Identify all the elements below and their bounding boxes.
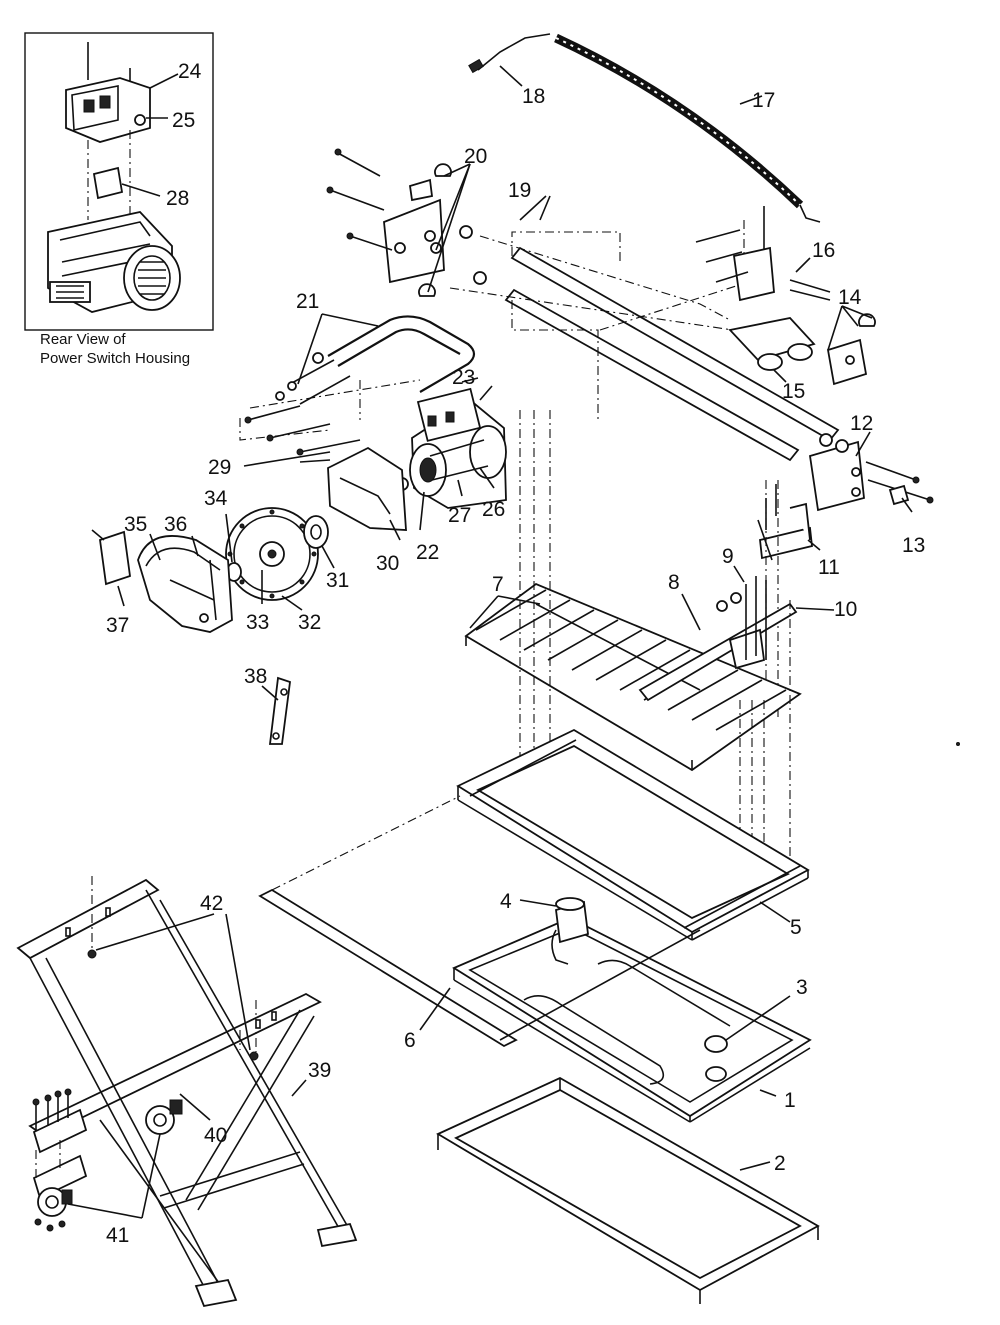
- callout-9: 9: [722, 545, 734, 568]
- cutting-table: 7 8 9 10: [464, 410, 857, 880]
- callout-14: 14: [838, 286, 862, 309]
- callout-23: 23: [452, 366, 475, 389]
- stand-base: 2: [436, 1076, 820, 1304]
- inset-caption: Rear View of Power Switch Housing: [40, 331, 191, 367]
- callout-20: 20: [464, 145, 487, 168]
- blade-guard-assembly: 29 30 31 32 33 34: [91, 446, 407, 745]
- callout-31: 31: [326, 569, 349, 592]
- inset-caption-line2: Power Switch Housing: [40, 350, 191, 367]
- callout-19: 19: [508, 179, 531, 202]
- callout-25: 25: [172, 109, 195, 132]
- callout-37: 37: [106, 614, 129, 637]
- callout-6: 6: [404, 1029, 416, 1052]
- rear-carriage: 16 14 15: [599, 206, 876, 403]
- callout-38: 38: [244, 665, 267, 688]
- callout-13: 13: [902, 534, 925, 557]
- callout-5: 5: [790, 916, 802, 939]
- callout-2: 2: [774, 1152, 786, 1175]
- inset-panel: 24 25 28: [24, 32, 214, 331]
- callout-41: 41: [106, 1224, 129, 1247]
- callout-10: 10: [834, 598, 857, 621]
- callout-34: 34: [204, 487, 228, 510]
- callout-40: 40: [204, 1124, 227, 1147]
- stray-dot: [956, 742, 960, 746]
- callout-16: 16: [812, 239, 835, 262]
- callout-1: 1: [784, 1089, 796, 1112]
- inset-caption-line1: Rear View of: [40, 331, 126, 348]
- callout-18: 18: [522, 85, 545, 108]
- callout-39: 39: [308, 1059, 331, 1082]
- caster-screws: [32, 1088, 72, 1232]
- callout-17: 17: [752, 89, 775, 112]
- callout-4: 4: [500, 890, 512, 913]
- callout-28: 28: [166, 187, 189, 210]
- callout-11: 11: [818, 556, 840, 579]
- callout-12: 12: [850, 412, 873, 435]
- callout-29: 29: [208, 456, 231, 479]
- callout-36: 36: [164, 513, 187, 536]
- upper-rail-assembly: 19 20 21: [239, 145, 840, 462]
- callout-27: 27: [448, 504, 471, 527]
- callout-32: 32: [298, 611, 321, 634]
- callout-33: 33: [246, 611, 269, 634]
- callout-30: 30: [376, 552, 399, 575]
- callout-24: 24: [178, 60, 202, 83]
- water-tray: 3 1 4: [452, 890, 812, 1123]
- callout-15: 15: [782, 380, 805, 403]
- power-cord-assembly: 18 17: [468, 33, 821, 223]
- table-frame: 5 6: [258, 728, 810, 1052]
- end-bracket-assembly: 12 13 11: [757, 412, 934, 720]
- callout-21: 21: [296, 290, 319, 313]
- motor-fan-grille: [138, 261, 166, 295]
- motor-assembly: 23 26 27 22: [379, 366, 507, 564]
- callout-8: 8: [668, 571, 680, 594]
- callout-3: 3: [796, 976, 808, 999]
- callout-42: 42: [200, 892, 223, 915]
- callout-35: 35: [124, 513, 147, 536]
- folding-stand: 42 40 41 39: [16, 876, 358, 1308]
- callout-22: 22: [416, 541, 439, 564]
- callout-7: 7: [492, 573, 504, 596]
- callout-26: 26: [482, 498, 505, 521]
